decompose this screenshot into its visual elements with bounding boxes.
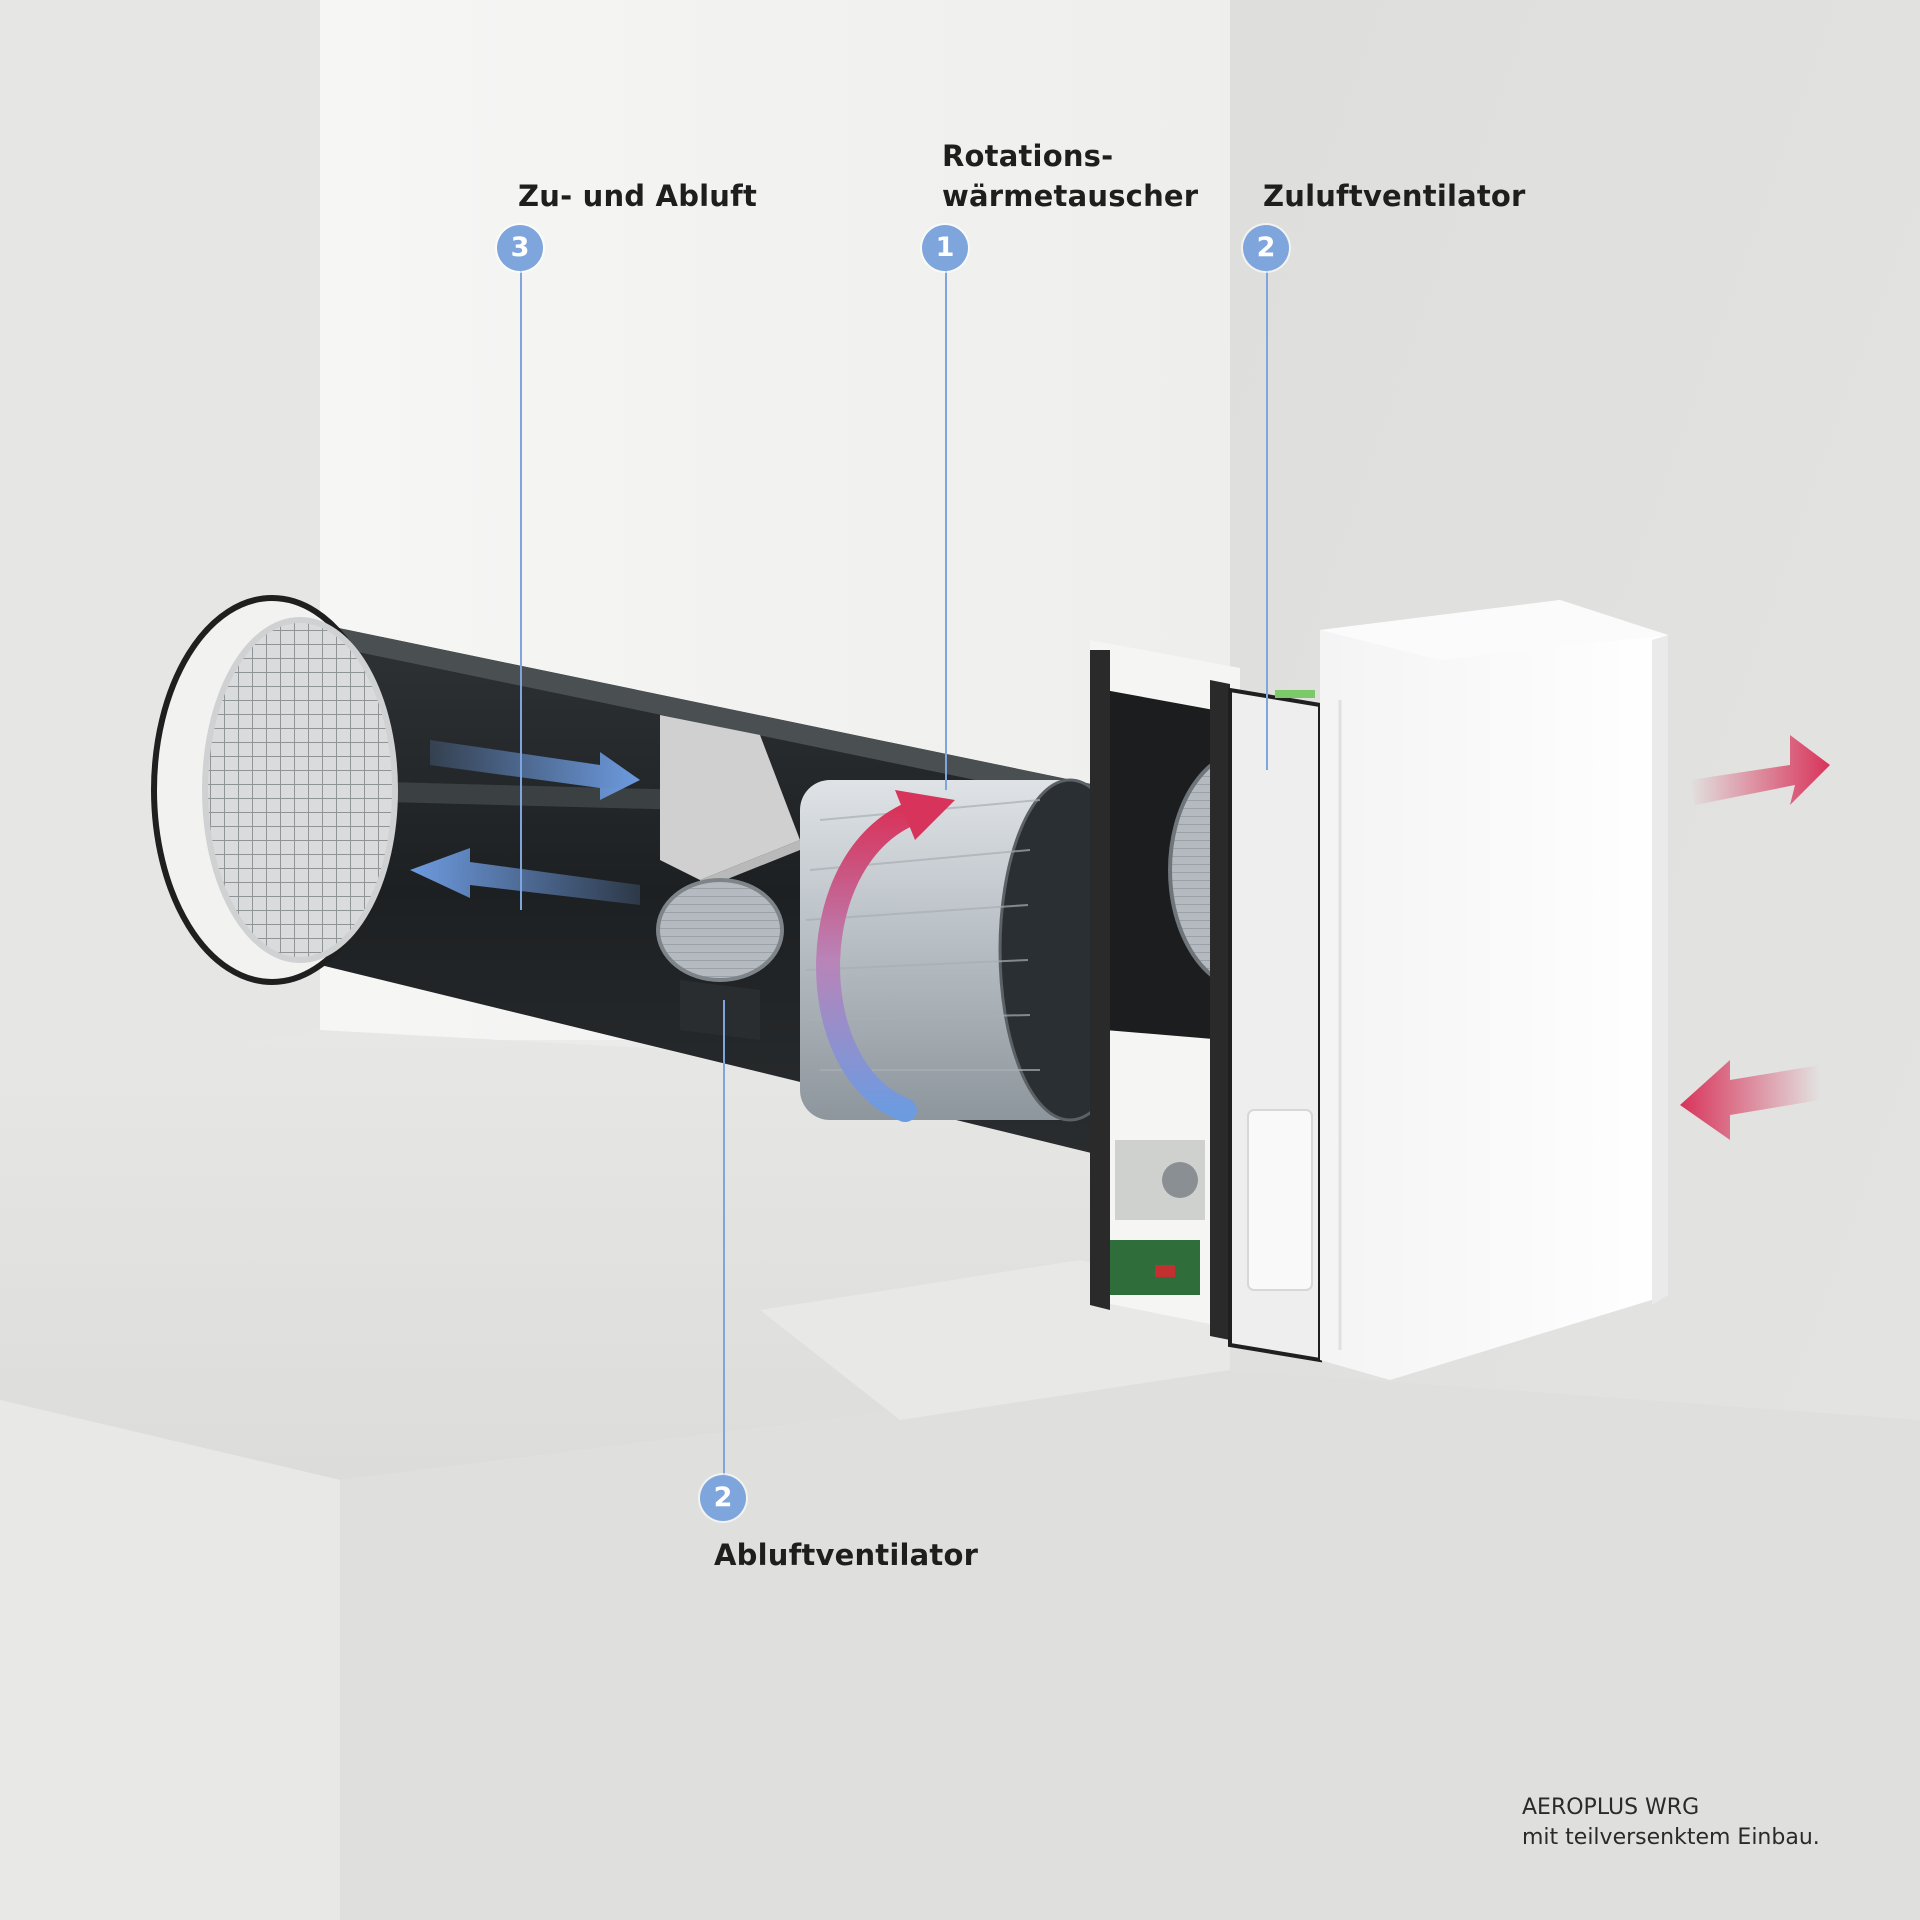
callout-badge-2-abluft[interactable]: 2 [700,1475,746,1521]
callout-label-abluftventilator: Abluftventilator [714,1538,979,1572]
leader-line-rotations-waermetauscher [945,270,947,790]
callout-label-zuluftventilator: Zuluftventilator [1263,179,1526,213]
caption-line-1: AEROPLUS WRG [1522,1795,1700,1820]
exhaust-air-arrow-icon [410,848,640,905]
callout-badge-2-zuluft[interactable]: 2 [1243,225,1289,271]
callout-label-line-1: Rotations- [942,139,1114,173]
callout-label-zu-und-abluft: Zu- und Abluft [518,179,758,213]
supply-air-arrow-icon [430,740,640,800]
leader-line-zu-und-abluft [520,270,522,910]
rotation-arrow-icon [816,798,932,1122]
caption-line-2: mit teilversenktem Einbau. [1522,1825,1820,1850]
airflow-in-arrow-icon [1680,1060,1820,1140]
airflow-out-arrow-icon [1690,735,1830,805]
callout-badge-1[interactable]: 1 [922,225,968,271]
rotation-arrow-head [895,790,955,840]
callout-label-line-2: wärmetauscher [942,179,1199,213]
callout-label-rotations-waermetauscher: Rotations- wärmetauscher [942,136,1198,216]
leader-line-abluftventilator [723,1000,725,1475]
leader-line-zuluftventilator [1266,270,1268,770]
product-caption: AEROPLUS WRG mit teilversenktem Einbau. [1522,1793,1820,1853]
callout-badge-3[interactable]: 3 [497,225,543,271]
